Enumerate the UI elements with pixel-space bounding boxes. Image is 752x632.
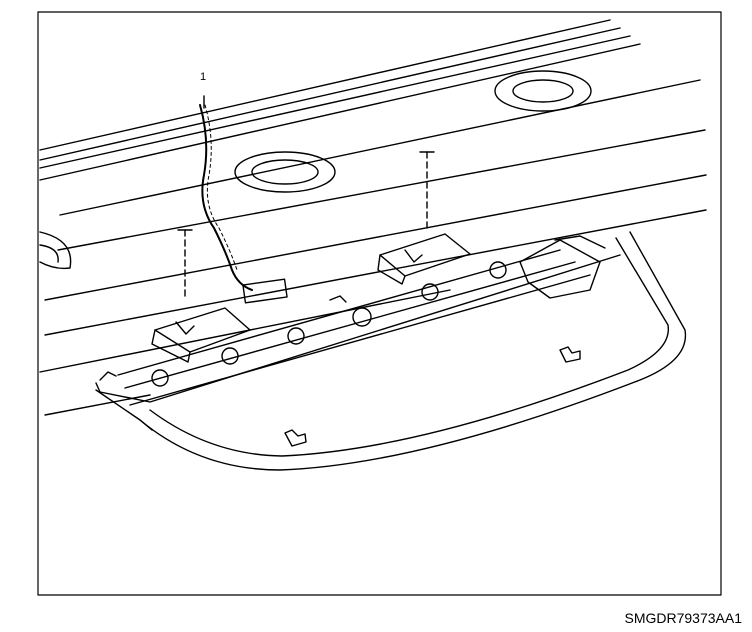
panel-edge-curve [39,231,72,270]
figure-code: SMGDR79373AA1 [624,610,742,626]
panel-oval-cutout [494,70,592,112]
wiring-harness [199,95,288,304]
panel-surface-lines [39,19,707,416]
callout-label: 1 [200,71,206,83]
screw-fastener [177,229,193,301]
figure-border [37,11,722,596]
panel-oval-cutout [234,151,336,193]
lamp-housing [95,231,687,471]
screw-fastener [419,151,435,231]
